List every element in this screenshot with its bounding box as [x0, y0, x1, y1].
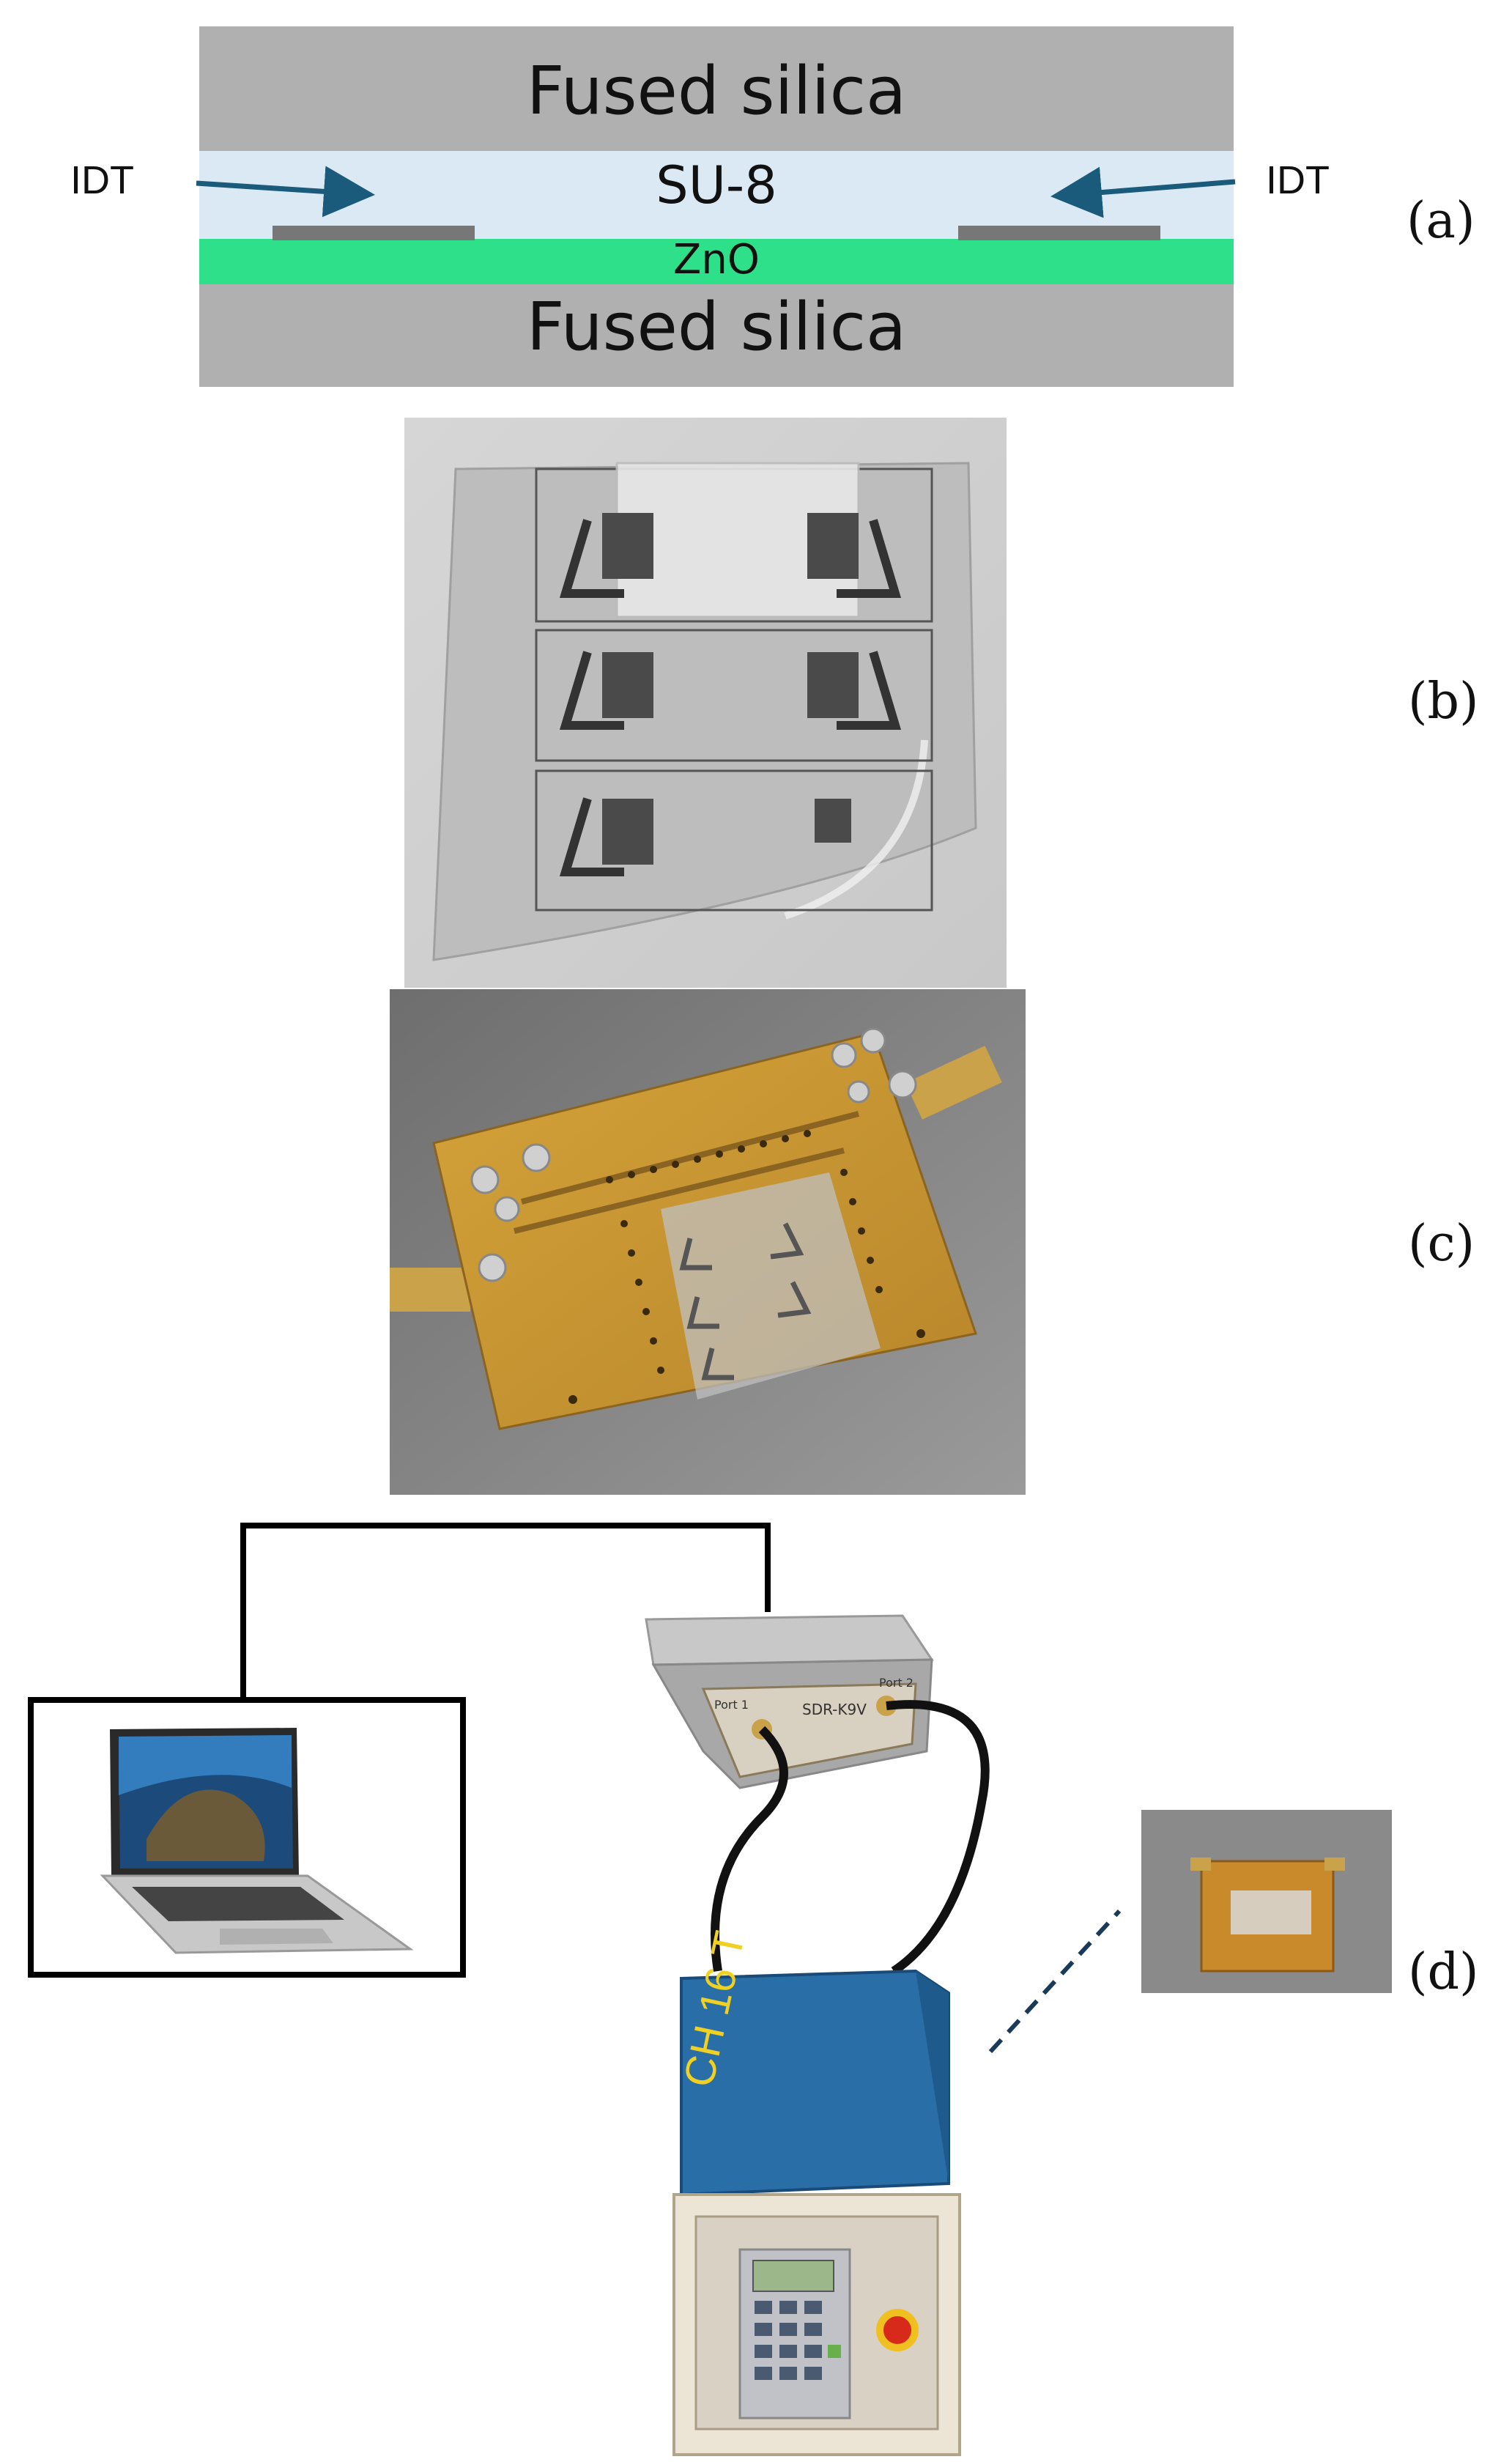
- idt-arrows: [196, 166, 1236, 218]
- laptop-illustration: [100, 1728, 414, 1954]
- emergency-switch: [876, 2309, 919, 2351]
- su8-label: SU-8: [656, 155, 777, 215]
- idt-label-right: IDT: [1266, 158, 1330, 202]
- panel-label-a: (a): [1407, 192, 1475, 250]
- vna-port-2-label: Port 2: [879, 1676, 914, 1690]
- cable-1: [711, 1726, 788, 1972]
- idt-arrow-right: [1050, 166, 1236, 218]
- device-inset-photo: [1141, 1810, 1392, 1993]
- usb-connection-line: [240, 1523, 771, 1700]
- fused-silica-top-layer: [199, 26, 1234, 151]
- top-layer-label: Fused silica: [526, 53, 907, 130]
- panel-label-d: (d): [1408, 1943, 1479, 2001]
- network-analyzer: [645, 1614, 934, 1789]
- bottom-layer-label: Fused silica: [526, 289, 907, 366]
- idt-arrow-left: [196, 166, 375, 218]
- cable-2: [886, 1700, 990, 1975]
- sma-connector-left: [390, 1268, 470, 1312]
- panel-d-diagram: Port 1 Port 2 SDR-K9V: [28, 1523, 1392, 2456]
- idt-label-left: IDT: [70, 158, 134, 202]
- zno-layer: [199, 239, 1234, 284]
- fused-silica-bottom-layer: [199, 284, 1234, 387]
- dashed-connector: [988, 1909, 1122, 2054]
- glass-chip: [661, 1172, 881, 1400]
- panel-label-b: (b): [1408, 673, 1479, 731]
- lcd-display: [752, 2260, 834, 2292]
- zno-label: ZnO: [673, 236, 760, 284]
- panel-b-photo: [404, 418, 1007, 988]
- vna-model-label: SDR-K9V: [802, 1701, 867, 1718]
- panel-label-c: (c): [1408, 1215, 1475, 1273]
- idt-electrode-right: [958, 226, 1160, 240]
- panel-c-photo: [390, 989, 1026, 1495]
- vna-port-1-label: Port 1: [714, 1698, 749, 1712]
- sma-connector-right: [905, 1046, 1002, 1120]
- idt-electrode-left: [273, 226, 475, 240]
